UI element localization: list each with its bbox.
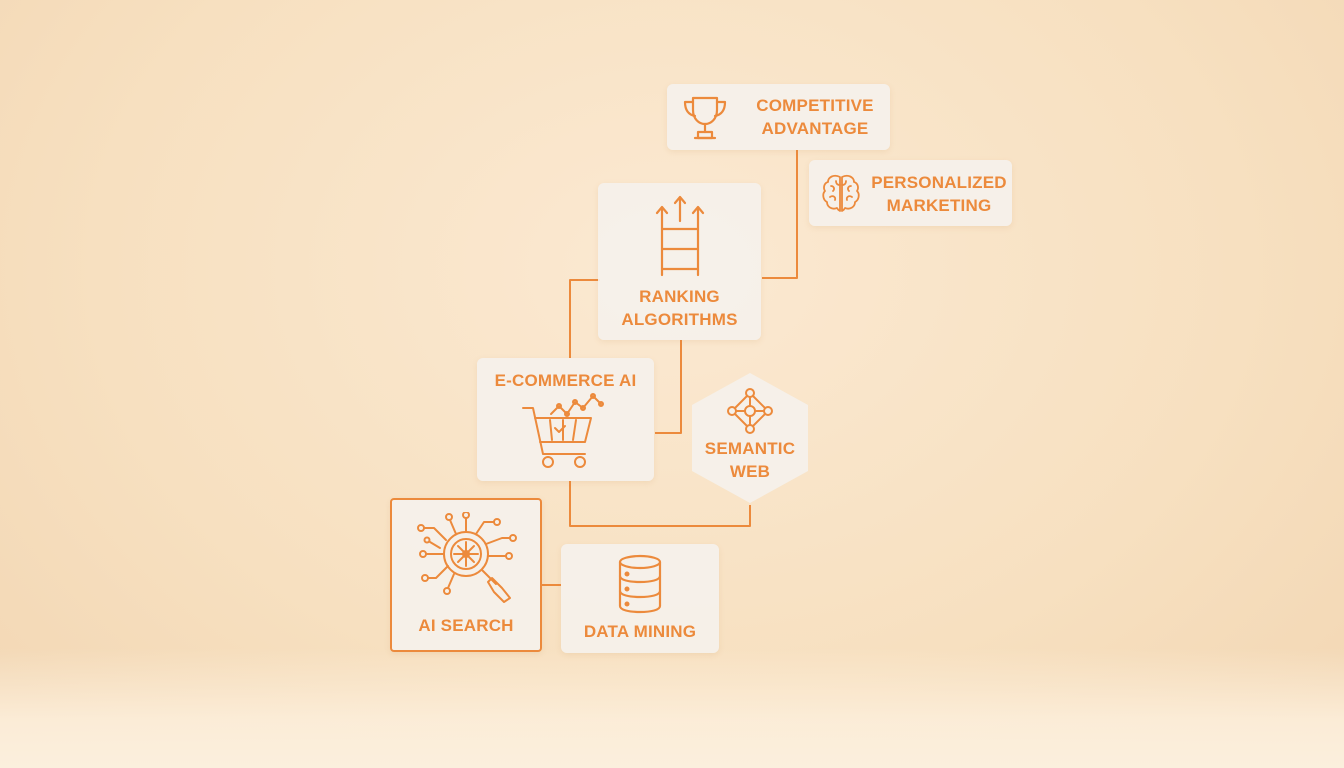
connector-competitive-ranking xyxy=(762,150,798,279)
data-mining-label: DATA MINING xyxy=(583,622,697,641)
connector-ranking-ecommerce-right xyxy=(655,340,682,434)
network-icon xyxy=(726,387,774,435)
personalized-marketing-label: PERSONALIZED MARKETING xyxy=(871,173,1007,215)
trophy-icon xyxy=(677,92,733,142)
node-ai-search[interactable]: AI SEARCH xyxy=(390,498,542,652)
semantic-web-label: SEMANTIC WEB xyxy=(704,439,796,481)
node-ecommerce-ai[interactable]: E-COMMERCE AI xyxy=(477,358,654,481)
ladder-arrows-icon xyxy=(654,193,706,277)
floor-gradient xyxy=(0,648,1344,768)
ai-search-label: AI SEARCH xyxy=(418,616,514,635)
competitive-advantage-label: COMPETITIVE ADVANTAGE xyxy=(756,96,874,138)
connector-ecommerce-semantic xyxy=(569,481,751,527)
magnifier-circuit-icon xyxy=(410,512,524,604)
shopping-cart-icon xyxy=(521,392,613,472)
node-personalized-marketing[interactable]: PERSONALIZED MARKETING xyxy=(809,160,1012,226)
connector-ranking-ecommerce xyxy=(569,279,600,358)
node-data-mining[interactable]: DATA MINING xyxy=(561,544,719,653)
brain-icon xyxy=(819,171,863,215)
node-competitive-advantage[interactable]: COMPETITIVE ADVANTAGE xyxy=(667,84,890,150)
ranking-algorithms-label: RANKING ALGORITHMS xyxy=(621,287,738,329)
node-ranking-algorithms[interactable]: RANKING ALGORITHMS xyxy=(598,183,761,340)
hexagon-shape xyxy=(692,373,808,503)
ecommerce-ai-label: E-COMMERCE AI xyxy=(494,371,637,390)
node-semantic-web[interactable]: SEMANTIC WEB xyxy=(690,371,810,505)
database-icon xyxy=(617,554,663,614)
